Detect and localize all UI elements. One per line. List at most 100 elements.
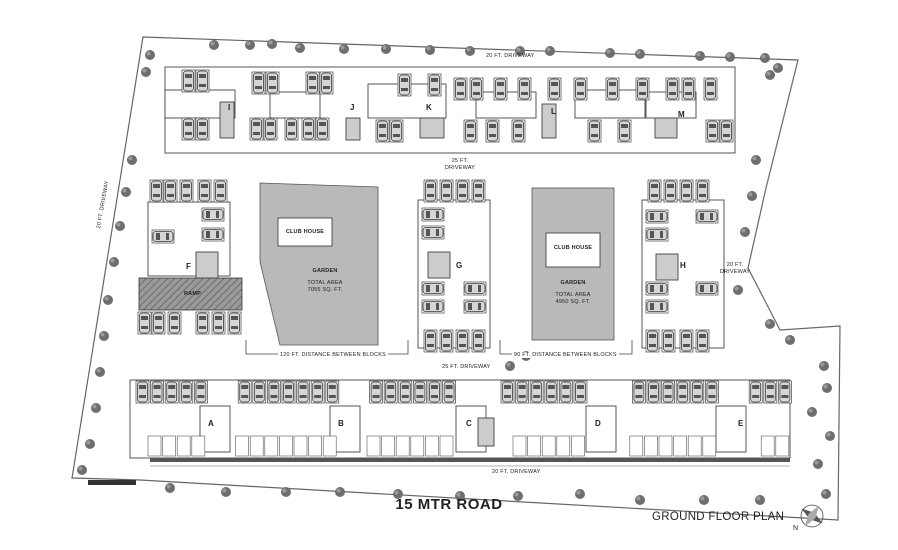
- block-label-e: E: [738, 419, 744, 428]
- parking-slot: [136, 381, 149, 403]
- block-label-k: K: [426, 103, 432, 112]
- distance-label-left: 120 FT. DISTANCE BETWEEN BLOCKS: [278, 352, 389, 358]
- parking-slot: [238, 381, 251, 403]
- shop-cell: [162, 435, 176, 457]
- club-house-right-label: CLUB HOUSE: [553, 245, 593, 251]
- parking-slot: [282, 381, 295, 403]
- driveway-label-mid-top-1: 25 FT.: [451, 158, 469, 164]
- parking-slot: [297, 381, 310, 403]
- shop-cell: [629, 435, 644, 457]
- road-label: 15 MTR ROAD: [395, 496, 503, 513]
- shop-cell: [235, 435, 249, 457]
- block-label-i: I: [228, 103, 231, 112]
- shop-cell: [687, 435, 702, 457]
- plan-title: GROUND FLOOR PLAN: [652, 511, 785, 523]
- bottom-shops: [147, 435, 790, 457]
- block-label-h: H: [680, 261, 686, 270]
- ramp-label: RAMP: [184, 291, 201, 297]
- driveway-label-bottom: 20 FT. DRIVEWAY: [492, 469, 541, 475]
- parking-slot: [676, 381, 689, 403]
- garden-left-area-2: 7055 SQ. FT.: [307, 287, 343, 293]
- parking-slot: [662, 381, 675, 403]
- club-house-left: [277, 217, 333, 247]
- parking-slot: [151, 381, 164, 403]
- shop-cell: [541, 435, 556, 457]
- block-label-c: C: [466, 419, 472, 428]
- parking-slot: [194, 381, 207, 403]
- parking-slot: [413, 381, 426, 403]
- parking-slot: [443, 381, 456, 403]
- shop-cell: [249, 435, 264, 457]
- garden-left: [259, 182, 379, 346]
- shop-cell: [176, 435, 191, 457]
- driveway-label-mid-bottom: 25 FT. DRIVEWAY: [442, 364, 491, 370]
- parking-slot: [253, 381, 266, 403]
- club-house-right: [545, 232, 601, 268]
- parking-slot: [574, 381, 587, 403]
- shop-cell: [439, 435, 454, 457]
- shop-cell: [395, 435, 410, 457]
- block-label-m: M: [678, 110, 685, 119]
- shop-cell: [775, 435, 790, 457]
- driveway-label-right-1: 20 FT.: [726, 262, 744, 268]
- shop-cell: [512, 435, 527, 457]
- garden-right-area-2: 4950 SQ. FT.: [555, 299, 591, 305]
- driveway-label-top: 20 FT. DRIVEWAY: [486, 53, 535, 59]
- block-label-a: A: [208, 419, 214, 428]
- garden-left-name: GARDEN: [312, 268, 338, 274]
- shop-cell: [673, 435, 687, 457]
- parking-slot: [399, 381, 412, 403]
- shop-cell: [322, 435, 337, 457]
- shop-cell: [366, 435, 381, 457]
- compass-north-label: N: [793, 525, 799, 532]
- parking-slot: [311, 381, 324, 403]
- driveway-label-right-2: DRIVEWAY: [719, 269, 751, 275]
- shop-cell: [658, 435, 673, 457]
- club-house-left-label: CLUB HOUSE: [285, 229, 325, 235]
- parking-slot: [384, 381, 397, 403]
- block-label-b: B: [338, 419, 344, 428]
- legend-bar: [88, 480, 136, 485]
- shop-cell: [293, 435, 308, 457]
- parking-slot: [691, 381, 704, 403]
- shop-cell: [147, 435, 162, 457]
- parking-slot: [749, 381, 762, 403]
- shop-cell: [308, 435, 322, 457]
- garden-right-area-1: TOTAL AREA: [555, 292, 591, 298]
- compass-icon: [800, 504, 824, 528]
- shop-cell: [279, 435, 293, 457]
- parking-slot: [530, 381, 543, 403]
- block-label-f: F: [186, 262, 191, 271]
- shop-cell: [571, 435, 585, 457]
- shop-cell: [702, 435, 717, 457]
- ramp: [138, 277, 243, 311]
- parking-slot: [501, 381, 514, 403]
- driveway-label-mid-top-2: DRIVEWAY: [444, 165, 476, 171]
- garden-right-name: GARDEN: [560, 280, 586, 286]
- shop-cell: [425, 435, 439, 457]
- garden-left-area-1: TOTAL AREA: [307, 280, 343, 286]
- parking-slot: [632, 381, 645, 403]
- block-label-l: L: [551, 107, 556, 116]
- shop-cell: [264, 435, 279, 457]
- parking-slot: [516, 381, 529, 403]
- shop-cell: [556, 435, 571, 457]
- shop-cell: [644, 435, 658, 457]
- shop-cell: [410, 435, 425, 457]
- parking-slot: [165, 381, 178, 403]
- parking-slot: [326, 381, 339, 403]
- parking-slot: [370, 381, 383, 403]
- parking-slot: [764, 381, 777, 403]
- distance-label-right: 90 FT. DISTANCE BETWEEN BLOCKS: [512, 352, 619, 358]
- parking-slot: [705, 381, 718, 403]
- block-label-g: G: [456, 261, 463, 270]
- shop-cell: [760, 435, 775, 457]
- parking-slot: [559, 381, 572, 403]
- parking-slot: [267, 381, 280, 403]
- parking-slot: [647, 381, 660, 403]
- parking-slot: [428, 381, 441, 403]
- block-label-j: J: [350, 103, 355, 112]
- parking-slot: [778, 381, 791, 403]
- block-label-d: D: [595, 419, 601, 428]
